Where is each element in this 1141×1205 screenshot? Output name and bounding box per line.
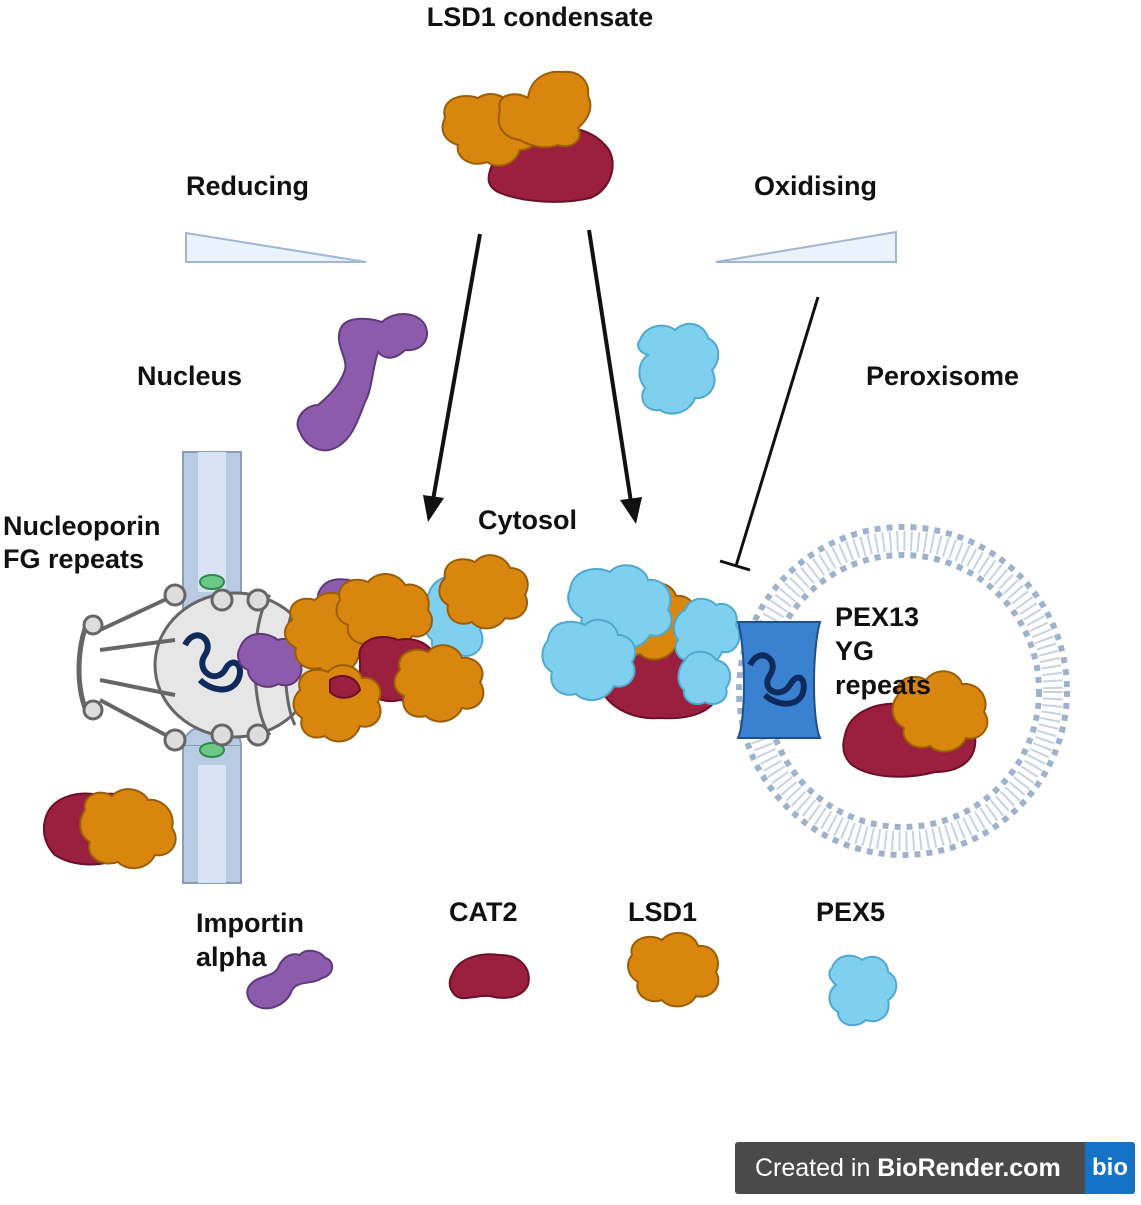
legend-lsd1-label: LSD1: [628, 897, 698, 927]
reducing-label: Reducing: [186, 171, 310, 201]
nuclear-cluster-icon: [237, 554, 529, 743]
legend-pex5-icon: [828, 954, 898, 1027]
nucleus-label: Nucleus: [137, 361, 243, 391]
legend-pex5-label: PEX5: [816, 897, 886, 927]
legend-cat2-icon: [448, 953, 530, 1000]
badge-text: Created in BioRender.com: [755, 1154, 1061, 1183]
pex13-label: PEX13 YG repeats: [835, 602, 932, 700]
legend-importin-label: Importin alpha: [196, 908, 304, 972]
oxidising-label: Oxidising: [754, 171, 878, 201]
condensate-icon: [441, 70, 614, 203]
badge-brand: BioRender.com: [877, 1153, 1061, 1182]
peroxisome-membrane: [736, 524, 1070, 858]
inhibition-bar: [719, 559, 751, 572]
biorender-logo-icon: bio: [1085, 1142, 1135, 1194]
arrow-to-nucleus: [431, 233, 482, 501]
inhibition-line: [734, 296, 820, 567]
arrow-to-cytosol: [587, 229, 633, 503]
legend-importin-icon: [246, 949, 334, 1010]
peroxisome-label: Peroxisome: [866, 361, 1020, 391]
nuclear-pore-complex: [76, 451, 317, 884]
arrowhead-cytosol: [620, 497, 642, 524]
peroxisome-complex-icon: [842, 670, 989, 778]
reducing-wedge: [185, 231, 367, 263]
badge-prefix: Created in: [755, 1153, 878, 1182]
legend-lsd1-icon: [627, 931, 720, 1008]
cytosol-label: Cytosol: [478, 505, 578, 535]
arrowhead-nucleus: [423, 495, 444, 522]
pex5-free-icon: [637, 322, 720, 415]
cytosolic-cluster-icon: [541, 564, 741, 720]
nucleoporin-label: Nucleoporin FG repeats: [3, 511, 161, 574]
importin-free-icon: [296, 313, 428, 452]
condensate-title: LSD1 condensate: [426, 2, 654, 32]
cytosolic-complex-icon: [42, 788, 177, 870]
legend-cat2-label: CAT2: [449, 897, 518, 927]
biorender-badge[interactable]: Created in BioRender.com bio: [735, 1142, 1135, 1194]
pex13-channel-icon: [736, 621, 822, 739]
oxidising-wedge: [715, 230, 897, 263]
